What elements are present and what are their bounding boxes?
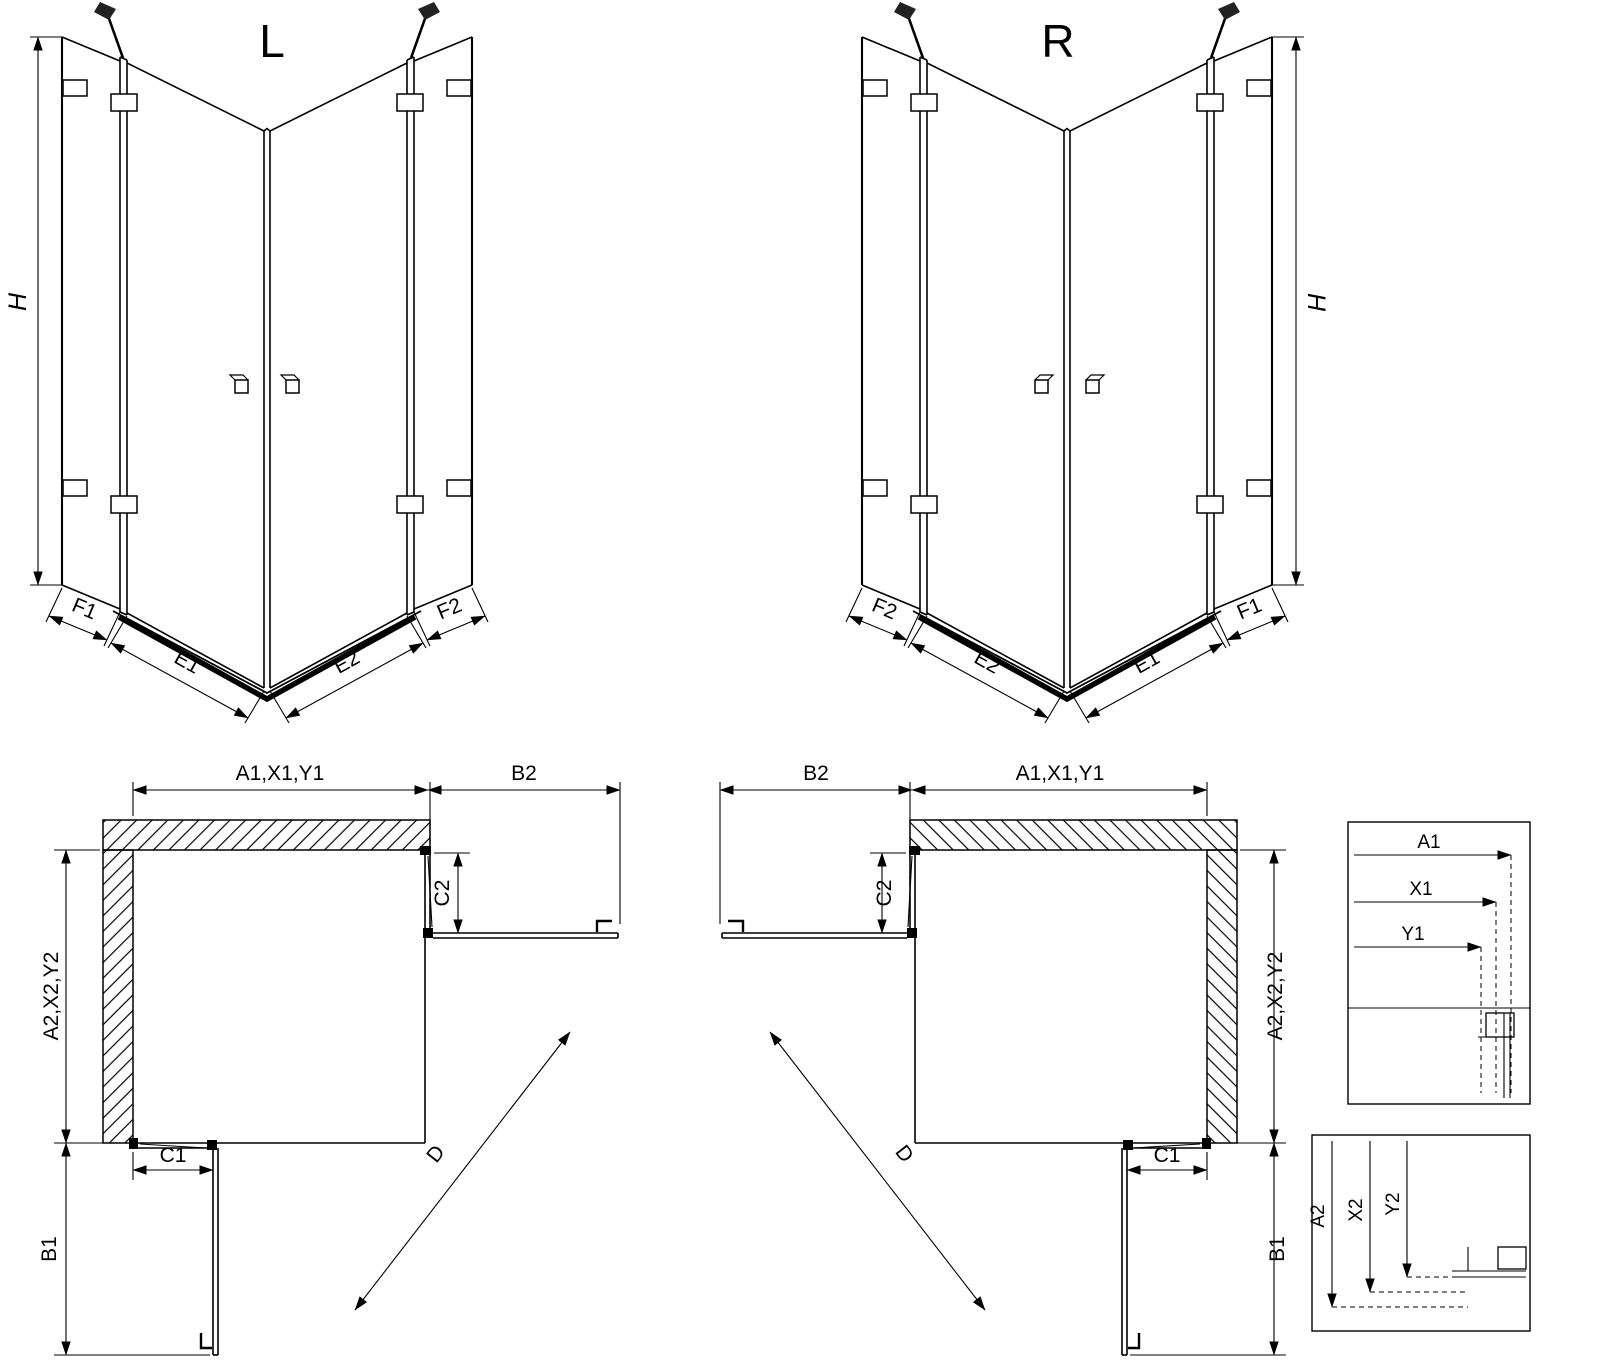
dim-label-b1-right: B1 [1266, 1236, 1289, 1262]
detail-label-y1: Y1 [1401, 924, 1424, 945]
dim-label-side-depth-left: A2,X2,Y2 [40, 952, 63, 1041]
dim-label-d-right: D [890, 1141, 917, 1167]
dim-label-c2-left: C2 [431, 880, 454, 907]
detail-label-a1: A1 [1417, 832, 1440, 853]
dim-label-c1-right: C1 [1154, 1144, 1181, 1167]
detail-box-depths: A2 X2 Y2 [1308, 1134, 1531, 1332]
dim-label-height-right: H [1302, 293, 1330, 312]
dim-label-side-depth-right: A2,X2,Y2 [1264, 952, 1287, 1041]
detail-label-x1: X1 [1409, 879, 1432, 900]
detail-label-x2: X2 [1346, 1198, 1367, 1221]
dim-label-d-left: D [422, 1141, 449, 1167]
profile-detail-width [1478, 1012, 1515, 1098]
detail-label-y2: Y2 [1383, 1192, 1404, 1215]
perspective-view-left: L H F1 E1 E2 F2 [4, 2, 488, 723]
dim-label-b2-left: B2 [511, 762, 537, 785]
dim-label-height-left: H [4, 292, 32, 311]
detail-label-a2: A2 [1308, 1204, 1329, 1227]
dim-label-c2-right: C2 [873, 880, 896, 907]
variant-label-right: R [1041, 15, 1074, 67]
perspective-view-right: R H F2 E2 E1 F1 [846, 2, 1330, 723]
detail-box-widths-frame [1347, 821, 1531, 1105]
dim-label-c1-left: C1 [160, 1144, 187, 1167]
dim-label-top-width-left: A1,X1,Y1 [236, 762, 325, 785]
detail-box-depths-frame [1311, 1134, 1531, 1332]
plan-view-right: B2 A1,X1,Y1 C2 A2,X2,Y2 C1 B1 D [720, 762, 1289, 1355]
plan-left-geometry [54, 782, 620, 1355]
dim-label-b1-left: B1 [38, 1236, 61, 1262]
perspective-left-geometry [30, 2, 488, 723]
dim-label-b2-right: B2 [803, 762, 829, 785]
dim-label-top-width-right: A1,X1,Y1 [1016, 762, 1105, 785]
detail-box-widths: A1 X1 Y1 [1347, 821, 1531, 1105]
perspective-right-geometry [846, 2, 1304, 723]
profile-detail-depth [1452, 1246, 1527, 1278]
plan-right-geometry [720, 782, 1286, 1355]
variant-label-left: L [259, 15, 285, 67]
plan-view-left: A1,X1,Y1 B2 C2 A2,X2,Y2 C1 B1 D [38, 762, 620, 1355]
